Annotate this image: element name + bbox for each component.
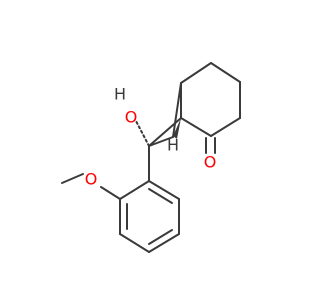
cyclohexanone-ring-bonds [148, 62, 241, 147]
hydroxyl-hydrogen-label: H [114, 85, 126, 104]
ring-bond-1 [148, 136, 174, 147]
molecule-structure-diagram: O H O H O [61, 62, 241, 253]
carbinol-to-ring-bond [148, 117, 182, 147]
ring-bond-4 [210, 62, 241, 83]
methoxy-group: O [61, 170, 121, 200]
carbinol-to-oxygen-dash [135, 120, 150, 147]
carbinol-group: O H [114, 85, 182, 147]
methoxy-ring-bond [100, 186, 121, 200]
benzene-bond-1 [119, 180, 150, 200]
benzene-inner-bond-2 [148, 229, 173, 245]
benzene-bond-3 [119, 233, 150, 253]
benzene-inner-bond-3 [148, 188, 173, 204]
ring-bond-3 [180, 62, 212, 84]
ring-bond-7 [180, 117, 212, 137]
ketone-oxygen-label: O [204, 153, 217, 172]
stereo-wedge-bond [173, 118, 181, 139]
benzene-bond-4 [148, 233, 180, 253]
ring-bond-2 [172, 82, 182, 138]
methoxy-methyl-bond [61, 173, 84, 184]
benzene-bond-6 [148, 180, 180, 200]
ketone-group: O [204, 137, 217, 172]
stereo-hydrogen-label: H [167, 136, 179, 155]
hydroxyl-oxygen-label: O [125, 108, 138, 127]
methoxy-oxygen-label: O [85, 170, 98, 189]
stereocenter-hydrogen: H [167, 118, 181, 155]
methoxyphenyl-ring [119, 145, 180, 253]
ring-bond-6 [210, 117, 241, 137]
